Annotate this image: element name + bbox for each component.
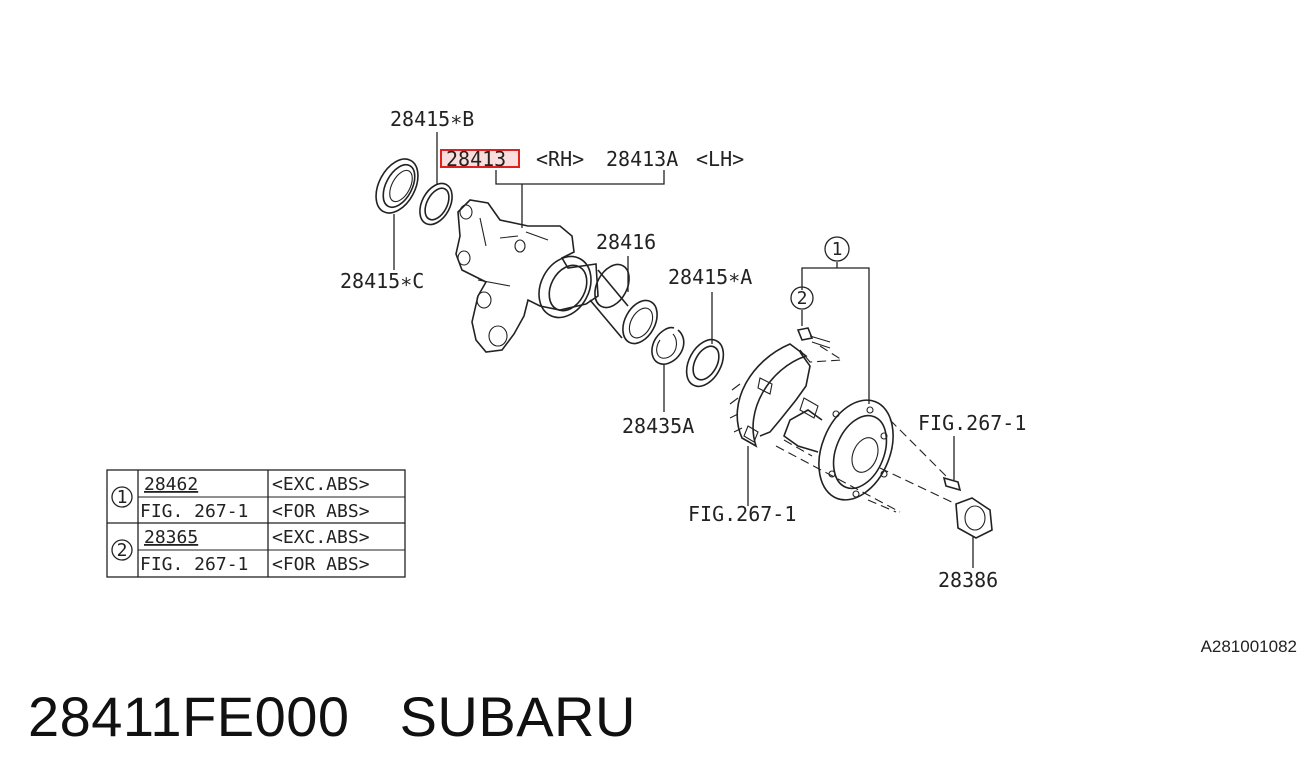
legend-part: 28365	[144, 527, 198, 548]
callout-lh-tag: <LH>	[696, 147, 744, 171]
oil-seal-c	[375, 158, 419, 214]
callout-nut: 28386	[938, 568, 998, 592]
footer: 28411FE000 SUBARU	[28, 684, 636, 749]
svg-text:2: 2	[797, 288, 808, 309]
oil-seal-b	[419, 182, 453, 226]
legend-note: <EXC.ABS>	[272, 474, 370, 495]
legend-marker-2: 2	[117, 540, 128, 561]
callout-housing-rh[interactable]: 28413	[446, 147, 506, 171]
marker-1: 1	[824, 236, 850, 262]
marker-2: 2	[790, 286, 814, 310]
legend-note: <EXC.ABS>	[272, 527, 370, 548]
callout-oil-seal-a: 28415∗A	[668, 265, 752, 289]
abs-tone-ring	[729, 343, 819, 448]
legend-marker-1: 1	[117, 487, 128, 508]
legend-table: 1 2 28462 <EXC.ABS> FIG. 267-1 <FOR ABS>…	[106, 469, 406, 578]
hub-bolt	[796, 327, 831, 349]
legend-part: 28462	[144, 474, 198, 495]
hub-bearing	[589, 263, 658, 345]
brand-name: SUBARU	[399, 685, 636, 748]
callout-oil-seal-c: 28415∗C	[340, 269, 424, 293]
part-number: 28411FE000	[28, 685, 350, 748]
sensor-bolt	[942, 476, 962, 492]
selected-part-highlight	[440, 149, 520, 168]
callout-ref-fig-lower: FIG.267-1	[688, 502, 796, 526]
axle-nut	[955, 497, 993, 539]
callout-snap-ring: 28435A	[622, 414, 694, 438]
callout-ref-fig-right: FIG.267-1	[918, 411, 1026, 435]
svg-text:1: 1	[832, 239, 843, 260]
leader-lines	[393, 132, 974, 568]
snap-ring	[651, 326, 685, 365]
callout-rh-tag: <RH>	[536, 147, 584, 171]
diagram-id: A281001082	[1201, 637, 1297, 656]
legend-note: <FOR ABS>	[272, 501, 370, 522]
housing-knuckle	[455, 199, 599, 353]
callout-housing-lh: 28413A	[606, 147, 678, 171]
hub-flange	[783, 399, 894, 501]
callout-oil-seal-b: 28415∗B	[390, 107, 474, 131]
legend-part: FIG. 267-1	[140, 554, 248, 575]
callout-bearing: 28416	[596, 230, 656, 254]
legend-note: <FOR ABS>	[272, 554, 370, 575]
legend-part: FIG. 267-1	[140, 501, 248, 522]
oil-seal-a	[685, 338, 725, 388]
